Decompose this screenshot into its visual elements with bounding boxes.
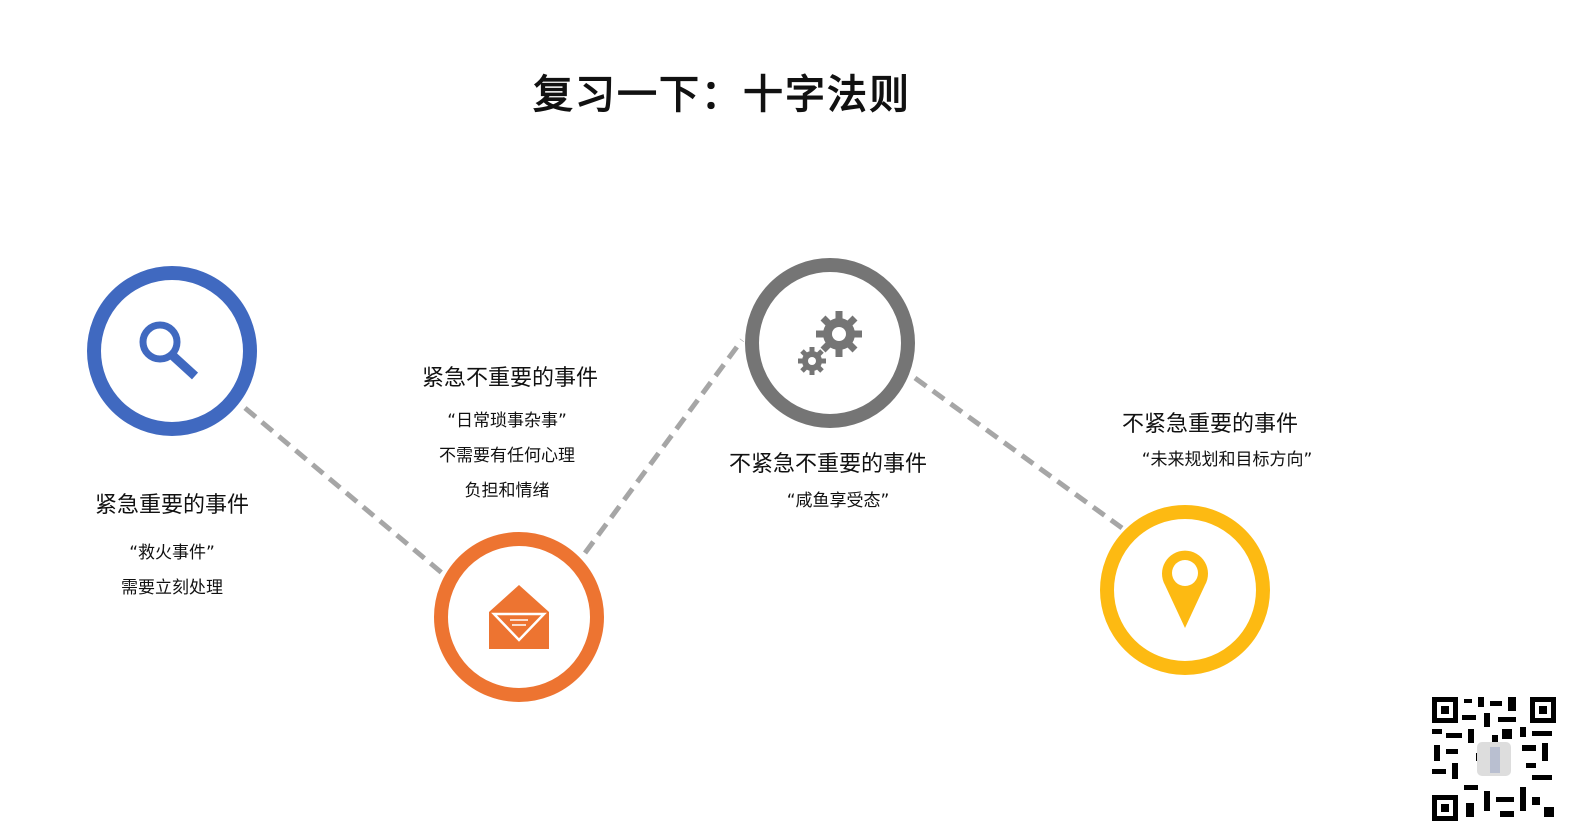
- connector-line: [582, 338, 745, 555]
- heading-urgent-important: 紧急重要的事件: [94, 493, 250, 518]
- envelope-icon: [489, 585, 549, 649]
- desc-urgent-not-important: “日常琐事杂事” 不需要有任何心理 负担和情绪: [439, 404, 575, 509]
- desc-not-urgent-not-important: “咸鱼享受态”: [787, 484, 890, 519]
- heading-not-urgent-not-important: 不紧急不重要的事件: [728, 452, 928, 477]
- desc-urgent-important: “救火事件” 需要立刻处理: [121, 536, 223, 606]
- desc-line: “咸鱼享受态”: [786, 491, 890, 511]
- map-pin-icon: [1162, 550, 1208, 628]
- heading-not-urgent-important: 不紧急重要的事件: [1121, 412, 1299, 437]
- desc-line: 不需要有任何心理: [439, 446, 575, 466]
- connector-line: [243, 406, 444, 575]
- slide-title: 复习一下：十字法则: [533, 72, 911, 118]
- connector-line: [913, 375, 1124, 531]
- desc-line: “未来规划和目标方向”: [1141, 450, 1313, 470]
- connector-lines: [243, 338, 1124, 575]
- gears-icon: [798, 311, 862, 375]
- qr-code: [1432, 697, 1556, 821]
- desc-line: 需要立刻处理: [121, 578, 223, 598]
- search-icon: [139, 321, 199, 380]
- desc-line: “日常琐事杂事”: [447, 411, 567, 431]
- desc-line: 负担和情绪: [464, 481, 550, 501]
- desc-not-urgent-important: “未来规划和目标方向”: [1142, 443, 1313, 478]
- desc-line: “救火事件”: [129, 543, 215, 563]
- heading-urgent-not-important: 紧急不重要的事件: [421, 366, 599, 391]
